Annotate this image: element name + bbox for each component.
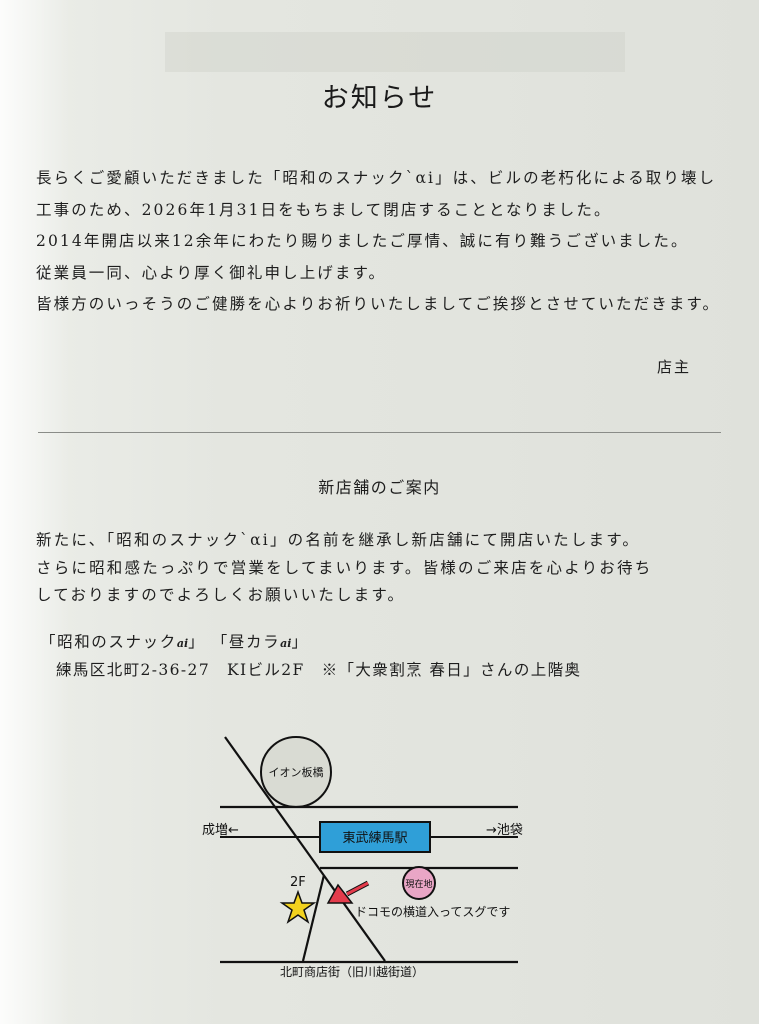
store-name-2-text: 「昼カラ [211, 633, 281, 651]
notice-body: 長らくご愛顧いただきました「昭和のスナック`αi」は、ビルの老朽化による取り壊し… [36, 163, 720, 321]
store-name-2-close: 」 [291, 633, 309, 651]
notice-line: 工事のため、2026年1月31日をもちまして閉店することとなりました。 [36, 200, 612, 219]
station-box [319, 821, 431, 853]
new-store-line: しておりますのでよろしくお願いいたします。 [36, 586, 406, 604]
landmark-aeon: イオン板橋 [260, 736, 332, 808]
section-divider [38, 432, 721, 433]
notice-line: 長らくご愛顧いただきました「昭和のスナック`αi」は、ビルの老朽化による取り壊し [36, 169, 717, 187]
direction-narimasu: 成増← [202, 823, 239, 838]
notice-line: 従業員一同、心より厚く御礼申し上げます。 [36, 263, 387, 282]
new-store-line: さらに昭和感たっぷりで営業をしてまいります。皆様のご来店を心よりお待ち [36, 558, 653, 577]
diagonal-road [224, 736, 386, 962]
notice-line: 皆様方のいっそうのご健勝を心よりお祈りいたしましてご挨拶とさせていただきます。 [36, 295, 721, 313]
store-address: 練馬区北町2-36-27 KIビル2F ※「大衆割烹 春日」さんの上階奥 [56, 661, 582, 679]
notice-line: 2014年開店以来12余年にわたり賜りましたご厚情、誠に有り難うございました。 [36, 232, 689, 250]
access-map: イオン板橋 東武練馬駅 成増← →池袋 2F 現在地 ドコモの横道入ってスグです… [202, 736, 523, 979]
show-through-box [165, 32, 625, 72]
landmark-label: イオン板橋 [269, 765, 324, 779]
store-name-1: 「昭和のスナックai」 [40, 633, 205, 651]
store-names: 「昭和のスナックai」 「昼カラai」 [40, 630, 309, 652]
side-street [301, 874, 326, 962]
star-icon [279, 889, 317, 924]
store-name-1-ai: ai [176, 637, 189, 650]
floor-label: 2F [290, 875, 306, 890]
signature: 店主 [657, 358, 692, 376]
store-name-2: 「昼カラai」 [212, 633, 309, 651]
current-location-label: 現在地 [405, 878, 432, 890]
current-location-icon [402, 866, 436, 900]
photo-glare [0, 0, 70, 1024]
current-location: 現在地 [402, 866, 436, 900]
store-name-1-close: 」 [188, 633, 206, 651]
street-label: 北町商店街（旧川越街道） [280, 964, 424, 979]
new-store-title: 新店舗のご案内 [318, 478, 441, 497]
station-label: 東武練馬駅 [342, 830, 407, 846]
station-tobu-nerima: 東武練馬駅 [319, 821, 431, 853]
arrow-icon [326, 880, 370, 904]
map-hint: ドコモの横道入ってスグです [355, 905, 510, 919]
new-store-body: 新たに、「昭和のスナック`αi」の名前を継承し新店舗にて開店いたします。 さらに… [36, 527, 652, 610]
new-store-line: 新たに、「昭和のスナック`αi」の名前を継承し新店舗にて開店いたします。 [36, 531, 641, 549]
store-name-1-text: 「昭和のスナック [40, 633, 177, 651]
direction-ikebukuro: →池袋 [486, 823, 523, 838]
notice-title: お知らせ [321, 83, 438, 114]
store-name-2-ai: ai [280, 637, 292, 650]
